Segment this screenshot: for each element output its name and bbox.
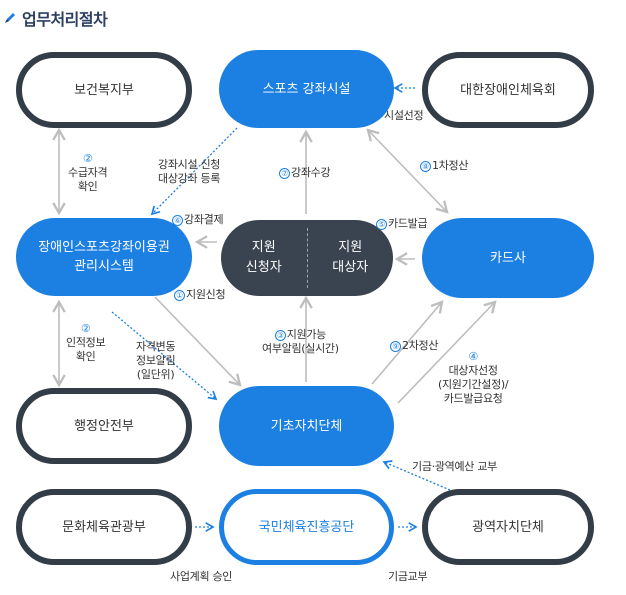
node-gwangyeok: 광역자치단체: [422, 489, 594, 565]
arrow-haengan-to-gicho: [111, 311, 218, 401]
label-step2-personal: ② 인적정보 확인: [66, 322, 106, 364]
step7-number: ⑦: [279, 167, 290, 179]
node-bogeon: 보건복지부: [16, 52, 192, 128]
node-bogeon-label: 보건복지부: [74, 82, 134, 98]
step3-number: ③: [274, 329, 286, 341]
node-card: 카드사: [422, 218, 594, 298]
step2a-number: ②: [82, 152, 93, 165]
business-plan-text: 사업계획 승인: [170, 570, 233, 583]
node-haengan-label: 행정안전부: [74, 418, 134, 434]
node-center: 지원 신청자 지원 대상자: [221, 220, 393, 296]
node-applicant-label-2: 신청자: [245, 260, 282, 275]
arrow-gicho-to-card-2: [397, 300, 497, 404]
step1-text: 지원신청: [186, 288, 226, 301]
node-haengan: 행정안전부: [16, 388, 192, 464]
facility-reg-line2: 대상강좌 등록: [158, 172, 221, 185]
node-system-label-1: 장애인스포츠강좌이용권: [38, 240, 170, 255]
step5-text: 카드발급: [388, 217, 428, 230]
label-step2-eligibility: ② 수급자격 확인: [68, 152, 108, 194]
step6-text: 강좌결제: [184, 213, 224, 226]
fund-budget-text: 기금·광역예산 교부: [412, 460, 497, 473]
node-gicho: 기초자치단체: [219, 386, 394, 466]
step2a-line1: 수급자격: [68, 166, 108, 179]
fund-grant-text: 기금교부: [388, 570, 428, 583]
step6-number: ⑥: [172, 214, 183, 226]
step4-number: ④: [468, 350, 478, 363]
label-business-plan: 사업계획 승인: [170, 570, 232, 584]
step4-line3: 카드발급요청: [443, 392, 503, 405]
arrow-sports-to-system: [150, 127, 238, 216]
pencil-icon: [5, 13, 15, 23]
arrow-gicho-to-card: [371, 300, 444, 385]
label-fund-grant: 기금교부: [388, 570, 428, 584]
step8-text: 1차정산: [432, 159, 469, 172]
facility-reg-line1: 강좌시설 신청: [158, 158, 221, 171]
node-sports: 스포츠 강좌시설: [219, 50, 394, 128]
label-siseol-seonjeong-text: 시설선정: [384, 109, 424, 122]
step1-number: ①: [174, 289, 185, 301]
node-gukmin: 국민체육진흥공단: [219, 489, 394, 565]
node-system-label-2: 관리시스템: [74, 259, 134, 274]
label-facility-registration: 강좌시설 신청 대상강좌 등록: [158, 158, 220, 186]
node-munhwa-label: 문화체육관광부: [62, 519, 146, 535]
node-gwangyeok-label: 광역자치단체: [472, 519, 544, 535]
node-daehan-label: 대한장애인체육회: [460, 82, 556, 98]
step7-text: 강좌수강: [291, 166, 331, 179]
node-recipient-label-1: 지원: [338, 240, 363, 255]
label-eligibility-change: 자격변동 정보알림 (일단위): [136, 340, 176, 382]
node-applicant: 지원 신청자: [221, 220, 307, 296]
page-title: 업무처리절차: [4, 6, 108, 30]
step2b-line2: 확인: [75, 350, 96, 363]
eligibility-change-line1: 자격변동: [136, 340, 176, 353]
node-gicho-label: 기초자치단체: [270, 418, 343, 434]
step9-number: ⑨: [390, 340, 401, 352]
page-title-text: 업무처리절차: [22, 10, 108, 29]
node-recipient: 지원 대상자: [308, 220, 394, 296]
label-siseol-seonjeong: 시설선정: [384, 109, 424, 123]
node-daehan: 대한장애인체육회: [422, 52, 594, 128]
label-fund-budget: 기금·광역예산 교부: [412, 460, 497, 474]
node-applicant-label-1: 지원: [251, 240, 276, 255]
step9-text: 2차정산: [402, 339, 439, 352]
node-recipient-label-2: 대상자: [332, 260, 369, 275]
arrow-sports-card: [366, 128, 449, 214]
step5-number: ⑤: [376, 218, 387, 230]
center-divider: [306, 228, 308, 288]
step2a-line2: 확인: [77, 180, 98, 193]
node-munhwa: 문화체육관광부: [16, 489, 192, 565]
node-card-label: 카드사: [490, 250, 526, 266]
step3-line1: 지원가능: [286, 328, 327, 341]
eligibility-change-line3: (일단위): [136, 368, 175, 381]
label-step4: ④ 대상자선정 (지원기간설정)/ 카드발급요청: [438, 350, 509, 406]
step4-line2: (지원기간설정)/: [438, 378, 509, 391]
node-gukmin-label: 국민체육진흥공단: [258, 519, 355, 535]
step4-line1: 대상자선정: [448, 364, 498, 377]
node-sports-label: 스포츠 강좌시설: [262, 81, 351, 97]
step2b-number: ②: [80, 322, 91, 335]
node-system: 장애인스포츠강좌이용권 관리시스템: [16, 218, 192, 296]
step3-line2: 여부알림(실시간): [262, 342, 339, 355]
eligibility-change-line2: 정보알림: [136, 354, 176, 367]
step8-number: ⑧: [420, 160, 431, 172]
arrow-system-to-gicho: [154, 296, 242, 387]
step2b-line1: 인적정보: [66, 336, 106, 349]
